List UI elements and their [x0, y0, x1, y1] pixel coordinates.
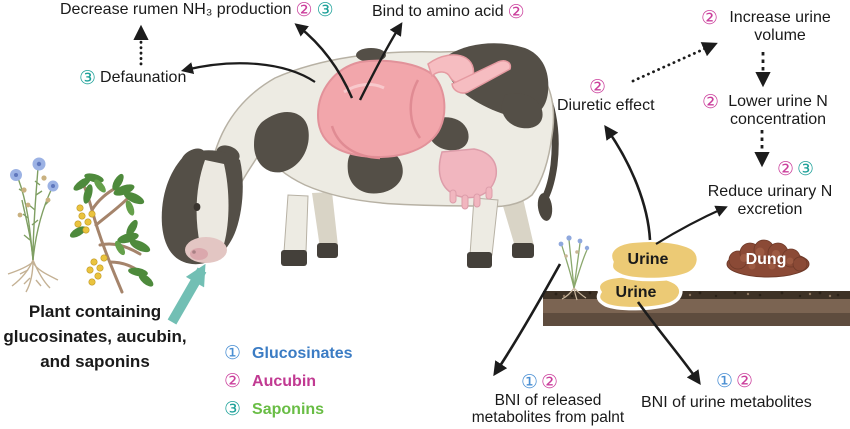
badge-3-icon: ③: [224, 399, 242, 420]
label-bind-amino: Bind to amino acid ②: [372, 3, 525, 22]
legend-label: Aucubin: [252, 372, 317, 390]
badge-2-icon: ②: [736, 371, 754, 392]
badge-1-icon: ①: [224, 343, 242, 364]
arrow-urine-to-reduce: [655, 205, 728, 245]
label-lower-urine: ② Lower urine N concentration: [702, 93, 833, 130]
label-diuretic: Diuretic effect: [557, 97, 655, 114]
arrow-urine-to-bni-urine: [636, 301, 701, 386]
badge-2-icon: ②: [507, 2, 525, 23]
legend-item-aucubin: ② Aucubin: [224, 372, 353, 391]
arrows: [133, 22, 771, 386]
legend-item-saponins: ③ Saponins: [224, 400, 353, 419]
label-urine-bottom: Urine: [615, 284, 657, 301]
flax-plant-illustration: [7, 157, 59, 293]
cow-illustration: [161, 43, 559, 268]
badge-1-icon: ①: [716, 371, 734, 392]
compound-legend: ① Glucosinates ② Aucubin ③ Saponins: [224, 344, 353, 419]
label-bni-urine-badges: ① ②: [716, 372, 753, 391]
badge-2-icon: ②: [589, 77, 607, 98]
defaunation-text: Defaunation: [100, 69, 187, 86]
badge-3-icon: ③: [79, 68, 97, 89]
badge-2-icon: ②: [777, 159, 795, 180]
decrease-rumen-text: Decrease rumen NH₃ production: [60, 1, 292, 18]
urine-patches: [596, 238, 701, 311]
label-urine-top: Urine: [627, 251, 669, 268]
badge-2-icon: ②: [224, 371, 242, 392]
soil-strip: [543, 291, 850, 326]
label-bni-urine: BNI of urine metabolites: [641, 394, 812, 411]
arrow-plant-to-bni-released: [493, 263, 562, 377]
label-bni-released: BNI of released metabolites from palnt: [471, 392, 625, 426]
legend-item-glucosinates: ① Glucosinates: [224, 344, 353, 363]
label-reduce-badges: ② ③: [777, 160, 814, 179]
arrow-urine-to-diuretic: [604, 124, 652, 241]
label-plant-containing: Plant containing glucosinates, aucubin, …: [3, 302, 187, 371]
lower-urine-text: Lower urine N concentration: [728, 93, 828, 129]
arrow-diuretic-to-increase: [631, 42, 718, 83]
badge-2-icon: ②: [701, 8, 719, 29]
badge-2-icon: ②: [541, 372, 559, 393]
soil-plant-illustration: [558, 235, 590, 301]
shrub-plant-illustration: [69, 173, 154, 294]
legend-label: Saponins: [252, 400, 325, 418]
label-dung: Dung: [745, 251, 787, 268]
dung-pile-illustration: [726, 239, 810, 278]
badge-2-icon: ②: [295, 0, 313, 21]
arrow-plant-to-cow-mouth: [167, 263, 207, 325]
badge-3-icon: ③: [797, 159, 815, 180]
cow-head: [161, 145, 243, 265]
arrow-rumen-to-defaunation: [180, 62, 316, 83]
label-reduce-urinary: Reduce urinary N excretion: [707, 183, 833, 219]
label-bni-released-badges: ① ②: [521, 373, 558, 392]
arrow-rumen-to-decrease: [294, 23, 354, 99]
arrow-rumen-to-bind: [358, 22, 403, 101]
badge-1-icon: ①: [521, 372, 539, 393]
badge-2-icon: ②: [702, 92, 720, 113]
badge-3-icon: ③: [316, 0, 334, 21]
label-defaunation: ③ Defaunation: [79, 69, 186, 88]
legend-label: Glucosinates: [252, 344, 353, 362]
label-decrease-rumen: Decrease rumen NH₃ production ② ③: [60, 1, 334, 20]
bind-amino-text: Bind to amino acid: [372, 3, 504, 20]
label-increase-urine: ② Increase urine volume: [701, 9, 838, 46]
increase-urine-text: Increase urine volume: [729, 9, 831, 45]
